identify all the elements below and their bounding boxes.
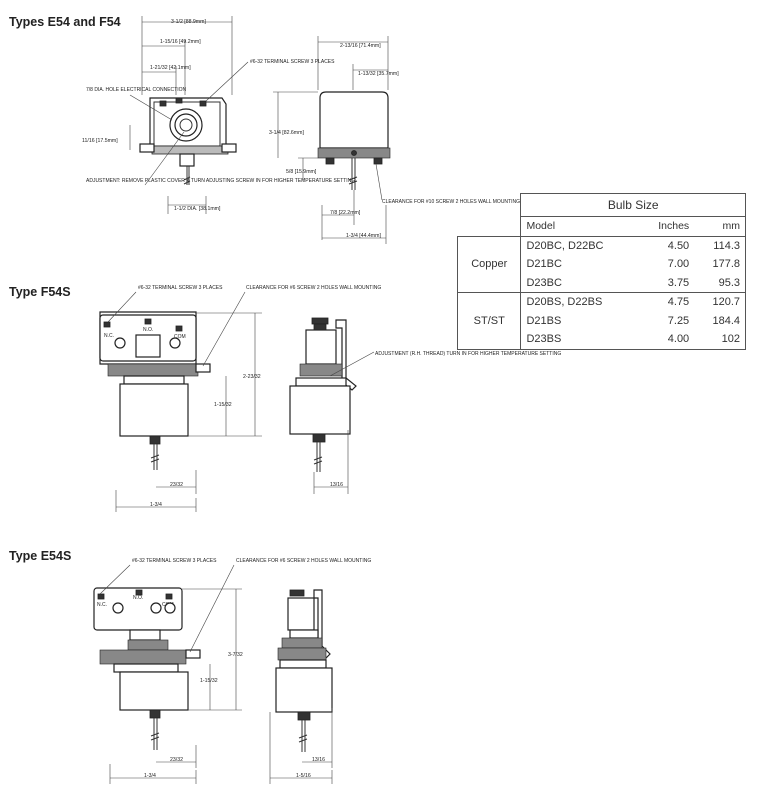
note-e54s-clearance: CLEARANCE FOR #6 SCREW 2 HOLES WALL MOUN… (236, 558, 371, 564)
terminal-label-com: COM (174, 334, 186, 340)
dim-f54s-bottom-b: 1-3/4 (150, 502, 162, 508)
inches-cell: 7.00 (667, 258, 690, 271)
dim-e54s-side: 13/16 (312, 757, 325, 763)
drawing-e54-f54-side: 2-13/16 [71.4mm] 1-13/32 [35.7mm] 3-1/4 … (269, 36, 520, 244)
dim-e54s-side-b: 1-5/16 (296, 773, 311, 779)
note-f54s-adjustment: ADJUSTMENT (R.H. THREAD) TURN IN FOR HIG… (375, 351, 561, 357)
model-cell: D23BC (520, 273, 639, 293)
drawing-e54-f54-front: 3-1/2 [88.9mm] 1-15/16 [49.2mm] 1-21/32 … (82, 16, 355, 214)
material-copper: Copper (456, 236, 522, 293)
model-cell: D20BS, D22BS (526, 296, 603, 309)
inches-cell: 4.75 (667, 296, 690, 309)
dim-f54s-mid: 1-15/32 (214, 402, 232, 408)
mm-cell: 120.7 (694, 292, 747, 312)
dim-hole-height: 11/16 [17.5mm] (82, 138, 118, 144)
drawing-e54s-front: N.C. N.O. COM 3-7/32 1-15/32 23/32 1-3/4… (93, 558, 371, 784)
table-row: D23BC 3.75 95.3 (458, 273, 747, 293)
dim-width-a: 1-15/16 [49.2mm] (160, 39, 201, 45)
section-title-e54-f54: Types E54 and F54 (9, 15, 121, 29)
bulb-size-caption: Bulb Size (520, 193, 746, 217)
mm-cell: 184.4 (694, 311, 747, 330)
terminal-label-nc: N.C. (104, 333, 114, 339)
table-row: Copper D20BC, D22BC 4.50 114.3 (456, 236, 747, 293)
section-title-f54s: Type F54S (9, 285, 71, 299)
table-row: ST/ST D20BS, D22BS 4.75 120.7 (456, 292, 747, 350)
col-header-inches: Inches (639, 216, 695, 237)
model-cell: D21BC (526, 258, 562, 271)
drawing-f54s-side: 13/16 ADJUSTMENT (R.H. THREAD) TURN IN F… (289, 317, 561, 494)
dim-f54s-bottom-a: 23/32 (170, 482, 183, 488)
dim-bottom-b: 1-3/4 [44.4mm] (346, 233, 381, 239)
table-row: D23BS 4.00 102 (458, 330, 747, 350)
mm-cell: 177.8 (694, 255, 747, 274)
col-header-mm: mm (694, 216, 747, 237)
note-terminal-screw: #6-32 TERMINAL SCREW 3 PLACES (250, 59, 335, 65)
mm-cell: 95.3 (694, 273, 747, 293)
table-row: D21BC 7.00 177.8 (458, 255, 747, 274)
terminal-label-e54s-no: N.O. (133, 595, 143, 601)
dim-e54s-bottom-a: 23/32 (170, 757, 183, 763)
terminal-label-no: N.O. (143, 327, 153, 333)
material-stainless: ST/ST (456, 292, 522, 350)
inches-cell: 4.50 (667, 239, 690, 252)
note-clearance: CLEARANCE FOR #10 SCREW 2 HOLES WALL MOU… (382, 199, 520, 205)
dim-bottom-a: 7/8 [22.2mm] (330, 210, 361, 216)
bulb-size-table: Bulb Size Model Inches mm Copper D20BC, … (456, 193, 747, 350)
dim-side-offset: 1-13/32 [35.7mm] (358, 71, 399, 77)
note-e54s-terminal: #6-32 TERMINAL SCREW 3 PLACES (132, 558, 217, 564)
note-electrical-hole: 7/8 DIA. HOLE ELECTRICAL CONNECTION (86, 87, 187, 93)
dim-base-offset: 5/8 [15.9mm] (286, 169, 317, 175)
terminal-label-e54s-nc: N.C. (97, 602, 107, 608)
dim-width-b: 1-21/32 [42.1mm] (150, 65, 191, 71)
mm-cell: 114.3 (694, 236, 747, 255)
dim-height: 3-1/4 [82.6mm] (269, 130, 304, 136)
model-cell: D20BC, D22BC (526, 239, 604, 252)
model-cell: D23BS (520, 330, 639, 350)
dim-e54s-height: 3-7/32 (228, 652, 243, 658)
note-adjustment: ADJUSTMENT: REMOVE PLASTIC COVER & TURN … (86, 178, 355, 184)
col-header-model: Model (520, 216, 639, 237)
note-f54s-clearance: CLEARANCE FOR #6 SCREW 2 HOLES WALL MOUN… (246, 285, 381, 291)
mm-cell: 102 (694, 330, 747, 350)
dim-overall-width: 3-1/2 [88.9mm] (171, 19, 206, 25)
dim-e54s-bottom-b: 1-3/4 (144, 773, 156, 779)
inches-cell: 7.25 (667, 314, 690, 327)
drawing-f54s-front: N.C. N.O. COM 2-23/32 1-15/32 23/32 1-3/… (99, 285, 381, 512)
inches-cell: 4.00 (639, 330, 695, 350)
model-cell: D21BS (526, 314, 562, 327)
drawing-e54s-side: 13/16 1-5/16 (269, 589, 333, 784)
dim-side-width: 2-13/16 [71.4mm] (340, 43, 381, 49)
dim-f54s-height: 2-23/32 (243, 374, 261, 380)
dim-f54s-side: 13/16 (330, 482, 343, 488)
table-row: D21BS 7.25 184.4 (458, 311, 747, 330)
section-title-e54s: Type E54S (9, 549, 72, 563)
inches-cell: 3.75 (639, 273, 695, 293)
dim-e54s-mid: 1-15/32 (200, 678, 218, 684)
dim-bulb-dia: 1-1/2 DIA. [38.1mm] (174, 206, 221, 212)
note-f54s-terminal: #6-32 TERMINAL SCREW 3 PLACES (138, 285, 223, 291)
